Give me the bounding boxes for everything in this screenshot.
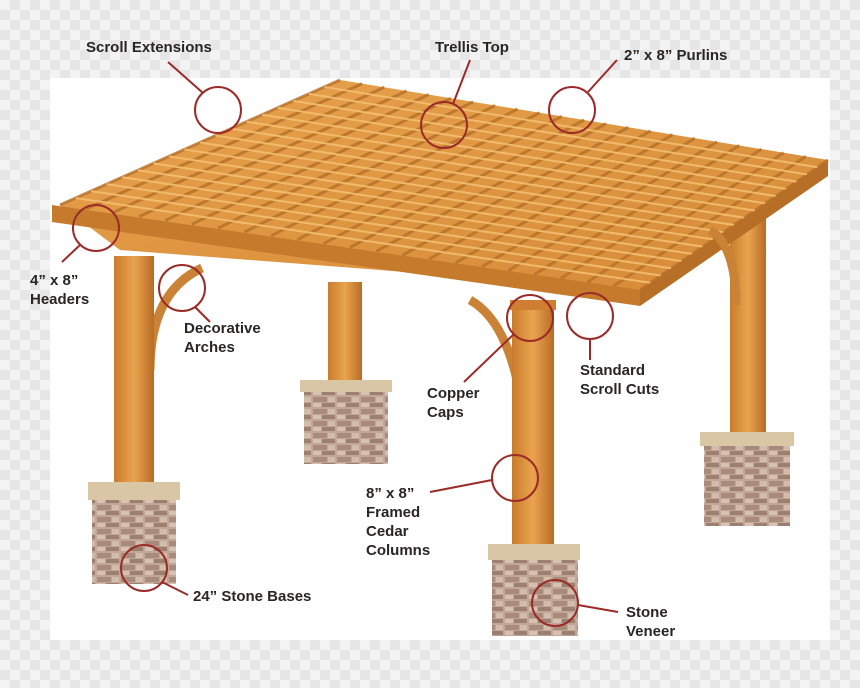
label-standard-scroll-cuts: Standard Scroll Cuts	[580, 362, 660, 398]
trellis-slat	[137, 169, 693, 255]
callouts	[61, 59, 619, 627]
back-right-column	[730, 210, 766, 442]
trellis-slat	[293, 99, 797, 183]
callout-scroll-extensions	[194, 86, 242, 134]
trellis-slat	[230, 127, 756, 212]
trellis-roof	[52, 78, 829, 306]
callout-headers	[72, 204, 120, 252]
trellis-slat	[308, 92, 808, 176]
front-left-column	[114, 256, 154, 486]
callout-decorative-arches	[158, 264, 206, 312]
trellis-slat	[262, 113, 776, 198]
trellis-slat	[75, 197, 651, 284]
stone-base-back-left	[300, 380, 392, 464]
trellis-slat	[184, 148, 724, 234]
callout-purlins	[548, 86, 596, 134]
label-decorative-arches: Decorative Arches	[184, 320, 261, 356]
trellis-slat	[324, 85, 818, 169]
stone-base-back-right	[700, 432, 794, 526]
label-headers: 4” x 8” Headers	[30, 272, 90, 308]
trellis-slat	[106, 183, 672, 270]
trellis-slat	[199, 141, 735, 226]
trellis-slat	[90, 190, 662, 277]
label-trellis-top: Trellis Top	[435, 39, 509, 56]
callout-columns	[491, 454, 539, 502]
back-left-column	[328, 282, 362, 382]
trellis-slat	[246, 120, 766, 205]
stone-base-front-left	[88, 482, 180, 584]
trellis-slat	[277, 106, 787, 190]
label-scroll-extensions: Scroll Extensions	[86, 39, 212, 56]
stone-base-front-right	[488, 544, 580, 636]
label-purlins: 2” x 8” Purlins	[624, 47, 728, 64]
trellis-slat	[153, 162, 703, 248]
callout-stone-veneer	[531, 579, 579, 627]
trellis-slat	[215, 134, 745, 219]
trellis-slat	[122, 176, 682, 263]
label-stone-bases: 24” Stone Bases	[193, 588, 312, 605]
label-columns: 8” x 8” Framed Cedar Columns	[366, 485, 431, 559]
trellis-slat	[168, 155, 714, 241]
label-stone-veneer: Stone Veneer	[626, 604, 676, 640]
callout-copper-caps	[506, 294, 554, 342]
label-copper-caps: Copper Caps	[427, 385, 480, 421]
callout-scroll-cuts	[566, 292, 614, 340]
callout-trellis-top	[420, 101, 468, 149]
callout-stone-bases	[120, 544, 168, 592]
